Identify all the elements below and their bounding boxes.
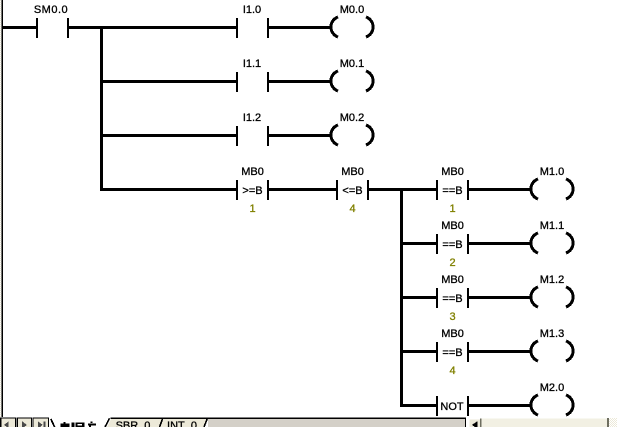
svg-text:M2.0: M2.0 bbox=[540, 382, 564, 394]
svg-text:MB0: MB0 bbox=[341, 166, 364, 178]
svg-text:MB0: MB0 bbox=[441, 166, 464, 178]
svg-text:I1.2: I1.2 bbox=[243, 112, 261, 124]
svg-text:==B: ==B bbox=[442, 185, 462, 197]
svg-text:INT_0: INT_0 bbox=[167, 420, 197, 427]
svg-text:M1.2: M1.2 bbox=[540, 274, 564, 286]
svg-text:SBR_0: SBR_0 bbox=[116, 420, 151, 427]
svg-text:==B: ==B bbox=[442, 239, 462, 251]
svg-text:==B: ==B bbox=[442, 347, 462, 359]
svg-text:M0.0: M0.0 bbox=[340, 4, 364, 16]
svg-text:NOT: NOT bbox=[440, 401, 464, 413]
svg-text:1: 1 bbox=[249, 203, 255, 215]
svg-text:1: 1 bbox=[449, 203, 455, 215]
svg-text:2: 2 bbox=[449, 257, 455, 269]
svg-text:M1.0: M1.0 bbox=[540, 166, 564, 178]
svg-text:M1.1: M1.1 bbox=[540, 220, 564, 232]
svg-text:I1.1: I1.1 bbox=[243, 58, 261, 70]
svg-text:3: 3 bbox=[449, 311, 455, 323]
svg-text:MB0: MB0 bbox=[441, 274, 464, 286]
svg-text:4: 4 bbox=[449, 365, 455, 377]
svg-text:I1.0: I1.0 bbox=[243, 4, 261, 16]
svg-text:MB0: MB0 bbox=[241, 166, 264, 178]
svg-text:<=B: <=B bbox=[342, 185, 362, 197]
svg-text:4: 4 bbox=[349, 203, 355, 215]
svg-text:SM0.0: SM0.0 bbox=[34, 4, 68, 16]
svg-text:M0.2: M0.2 bbox=[340, 112, 364, 124]
svg-text:M0.1: M0.1 bbox=[340, 58, 364, 70]
svg-text:>=B: >=B bbox=[242, 185, 262, 197]
svg-text:MB0: MB0 bbox=[441, 328, 464, 340]
svg-text:M1.3: M1.3 bbox=[540, 328, 564, 340]
svg-text:==B: ==B bbox=[442, 293, 462, 305]
svg-text:MB0: MB0 bbox=[441, 220, 464, 232]
